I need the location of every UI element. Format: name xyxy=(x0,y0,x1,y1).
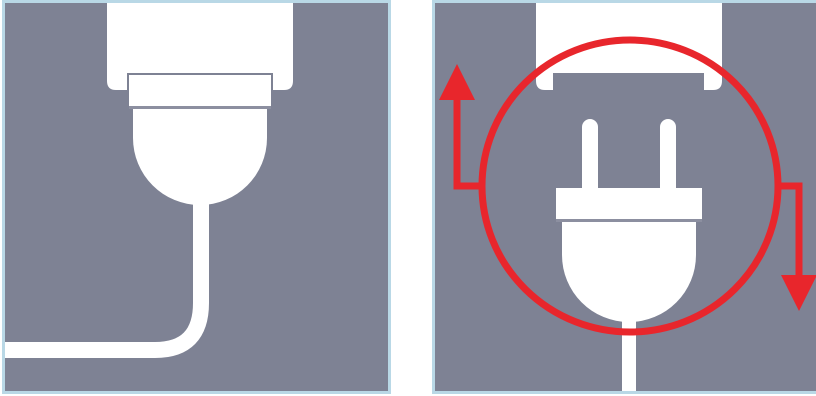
collar-line xyxy=(556,219,702,222)
collar-line xyxy=(129,106,271,109)
panel-plugged-in xyxy=(2,0,391,394)
panel-unplugged xyxy=(432,0,816,394)
panel-plugged-in-illustration xyxy=(5,3,388,391)
plug-prong-left xyxy=(582,119,598,199)
plug-collar xyxy=(556,188,702,220)
plug-collar xyxy=(129,75,271,107)
panel-unplugged-illustration xyxy=(435,3,816,391)
cable-icon xyxy=(622,303,636,391)
plug-prong-right xyxy=(660,119,676,199)
